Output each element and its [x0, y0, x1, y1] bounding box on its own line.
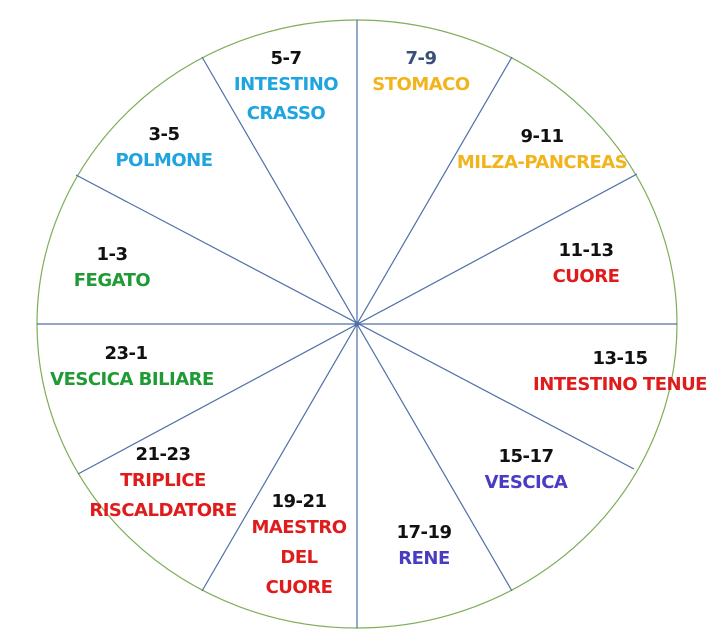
segment-organ: VESCICA — [484, 472, 568, 493]
segment-organ: FEGATO — [73, 270, 151, 291]
segment-organ: VESCICA BILIARE — [50, 369, 214, 390]
segment-hours: 9-11 — [520, 126, 564, 147]
segment-milza-pancreas: 9-11 MILZA-PANCREAS — [442, 126, 642, 178]
segment-organ: CUORE — [265, 577, 333, 598]
segment-intestino-tenue: 13-15 INTESTINO TENUE — [524, 348, 716, 400]
segment-vescica-biliare: 23-1 VESCICA BILIARE — [40, 343, 224, 395]
segment-hours: 21-23 — [135, 444, 191, 465]
segment-organ: CUORE — [552, 266, 620, 287]
segment-organ: STOMACO — [372, 74, 470, 95]
segment-organ: INTESTINO TENUE — [533, 374, 707, 395]
segment-organ: CRASSO — [246, 103, 326, 124]
segment-vescica: 15-17 VESCICA — [474, 446, 578, 498]
spoke-60-a — [75, 174, 635, 470]
segment-hours: 7-9 — [405, 48, 437, 69]
segment-triplice-riscaldatore: 21-23 TRIPLICE RISCALDATORE — [80, 444, 246, 526]
spokes — [37, 20, 677, 628]
segment-hours: 1-3 — [96, 244, 128, 265]
segment-stomaco: 7-9 STOMACO — [362, 48, 480, 100]
segment-organ: INTESTINO — [233, 74, 339, 95]
segment-hours: 23-1 — [104, 343, 148, 364]
segment-organ: RENE — [398, 548, 450, 569]
segment-organ: RISCALDATORE — [89, 500, 237, 521]
segment-hours: 15-17 — [498, 446, 554, 467]
segment-polmone: 3-5 POLMONE — [104, 124, 224, 176]
segment-hours: 5-7 — [270, 48, 302, 69]
segment-hours: 3-5 — [148, 124, 180, 145]
segment-intestino-crasso: 5-7 INTESTINO CRASSO — [226, 48, 346, 128]
segment-hours: 13-15 — [592, 348, 648, 369]
segment-hours: 19-21 — [271, 491, 327, 512]
segment-hours: 11-13 — [558, 240, 614, 261]
segment-organ: TRIPLICE — [120, 470, 206, 491]
segment-organ: POLMONE — [115, 150, 213, 171]
center-point — [354, 321, 360, 327]
segment-organ: MILZA-PANCREAS — [456, 152, 628, 173]
segment-fegato: 1-3 FEGATO — [62, 244, 162, 296]
segment-cuore: 11-13 CUORE — [540, 240, 632, 292]
segment-hours: 17-19 — [396, 522, 452, 543]
segment-organ: MAESTRO — [251, 517, 347, 538]
segment-maestro-del-cuore: 19-21 MAESTRO DEL CUORE — [244, 491, 354, 603]
segment-organ: DEL — [280, 547, 318, 568]
segment-rene: 17-19 RENE — [378, 522, 470, 574]
